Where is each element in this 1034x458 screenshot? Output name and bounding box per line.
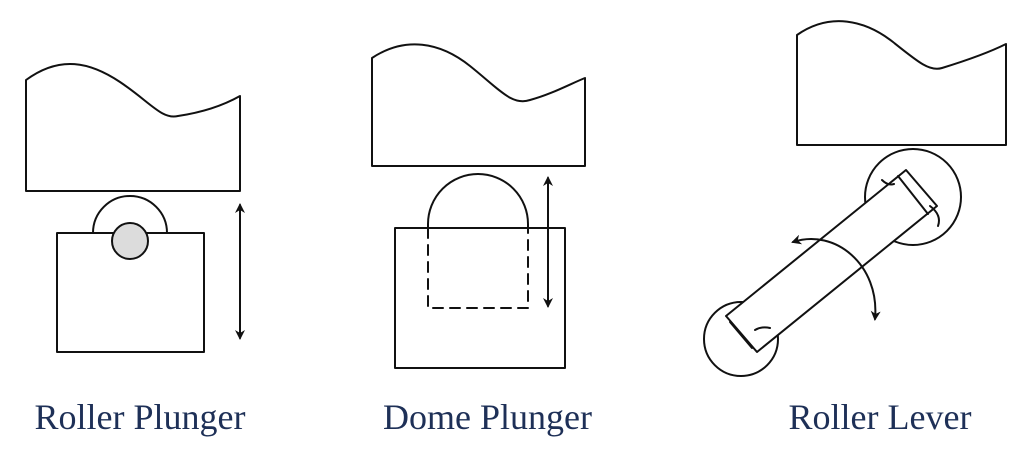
roller	[111, 222, 149, 260]
switch-body	[394, 227, 566, 369]
roller-tick-mark	[881, 179, 895, 186]
roller-housing	[92, 195, 168, 234]
dome-plunger-panel	[371, 43, 586, 369]
cam-block	[796, 20, 1007, 146]
roller-lever-caption: Roller Lever	[788, 397, 972, 437]
cam-block	[25, 62, 241, 192]
cam-block	[371, 43, 586, 167]
roller-tick-mark	[754, 326, 771, 331]
roller-tick-mark	[929, 205, 940, 227]
dome-plunger	[427, 173, 529, 229]
upper-pivot-mark	[897, 175, 929, 215]
rotation-arrow	[791, 234, 881, 321]
dome-plunger-caption: Dome Plunger	[383, 397, 592, 437]
roller-lever-panel	[703, 20, 1007, 377]
roller-plunger-panel	[25, 62, 245, 353]
lower-pivot-mark	[729, 321, 753, 349]
roller-plunger-caption: Roller Plunger	[34, 397, 246, 437]
plunger-hidden-outline	[427, 227, 529, 309]
lever-arm	[725, 169, 938, 353]
